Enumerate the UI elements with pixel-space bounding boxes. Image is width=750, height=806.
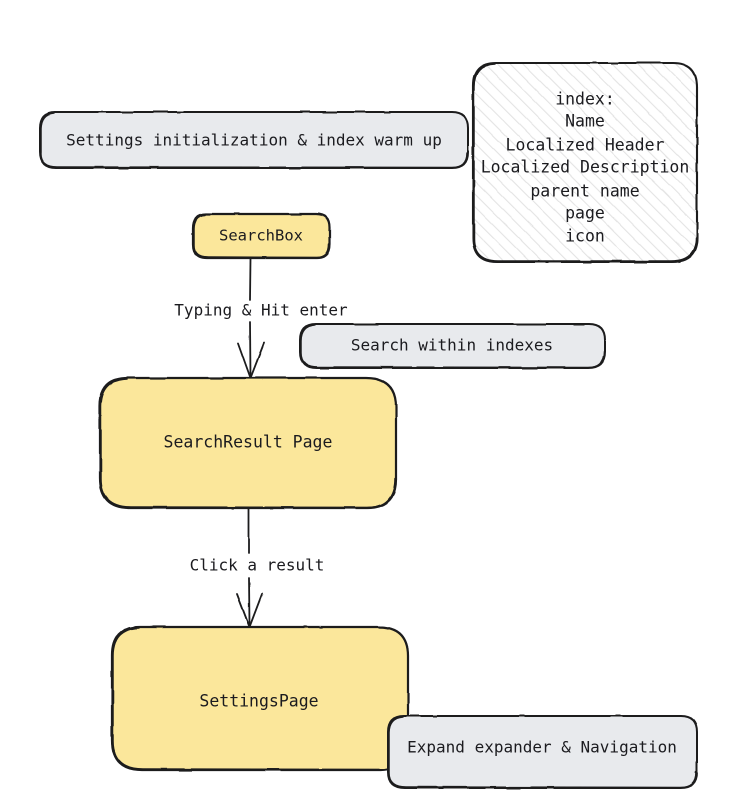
node-searchbox-sketch-stroke [193, 214, 330, 259]
index-note-shape [471, 61, 699, 264]
edge-click-line-lower [248, 577, 251, 627]
node-settingspage[interactable]: SettingsPage [110, 625, 410, 772]
comment-expand-sketch-stroke [388, 716, 697, 789]
index-note-heading: index: [555, 90, 615, 109]
edge-click-a-result: Click a result [190, 508, 325, 628]
node-searchresult-label: SearchResult Page [164, 433, 333, 452]
index-note-field-localized-header: Localized Header [506, 136, 665, 155]
index-note[interactable]: index: Name Localized Header Localized D… [471, 61, 699, 264]
comment-init-sketch-stroke [40, 112, 468, 169]
comment-expand-label: Expand expander & Navigation [407, 738, 677, 757]
index-note-field-localized-description: Localized Description [481, 158, 690, 177]
index-note-field-name: Name [565, 112, 605, 131]
comment-search-sketch-stroke [300, 324, 605, 369]
node-searchresult-page[interactable]: SearchResult Page [98, 376, 398, 510]
index-note-field-icon: icon [565, 227, 605, 246]
edge-typing-line-upper [249, 258, 252, 301]
edge-typing-label: Typing & Hit enter [174, 301, 348, 320]
node-searchbox-label: SearchBox [219, 227, 303, 245]
node-searchbox[interactable]: SearchBox [191, 212, 332, 260]
comment-search-label: Search within indexes [351, 336, 553, 355]
edge-typing-line-lower [249, 321, 252, 378]
edge-click-label: Click a result [190, 556, 325, 575]
comment-node-search[interactable]: Search within indexes [299, 323, 606, 369]
index-note-field-parent-name: parent name [530, 182, 639, 201]
node-settingspage-label: SettingsPage [199, 692, 318, 711]
edge-typing-hit-enter: Typing & Hit enter [174, 258, 348, 379]
comment-node-expand[interactable]: Expand expander & Navigation [387, 715, 698, 789]
comment-node-init[interactable]: Settings initialization & index warm up [39, 111, 469, 169]
index-note-field-page: page [565, 204, 605, 223]
comment-init-label: Settings initialization & index warm up [66, 131, 442, 150]
index-note-sketch-stroke [473, 63, 697, 262]
node-searchresult-sketch-stroke [100, 378, 396, 509]
